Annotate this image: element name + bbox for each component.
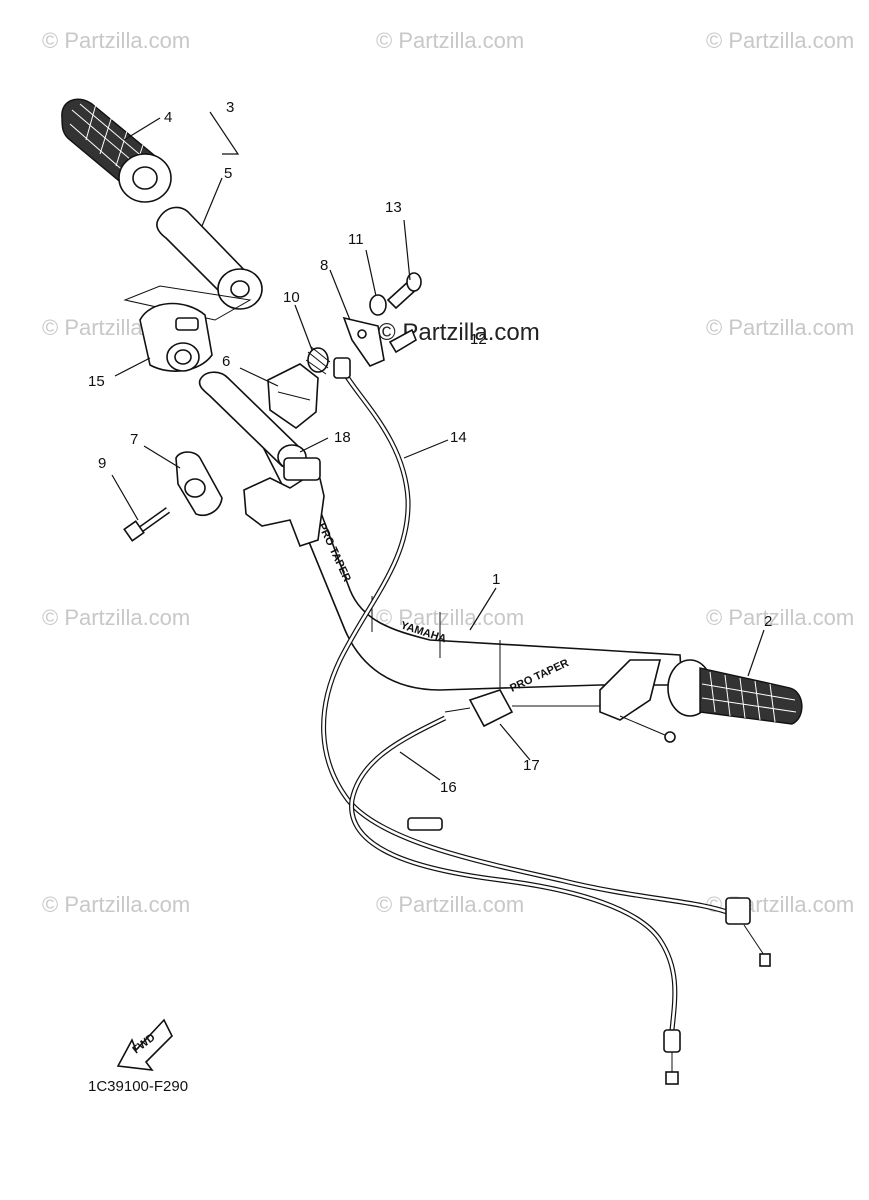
watermark: © Partzilla.com [376, 605, 525, 630]
left-grip [61, 98, 172, 203]
callout-2: 2 [764, 613, 772, 630]
watermark: © Partzilla.com [42, 28, 191, 53]
right-lever-perch [599, 659, 676, 743]
watermark: © Partzilla.com [42, 892, 191, 917]
callout-14: 14 [450, 429, 467, 446]
watermark: © Partzilla.com [706, 605, 855, 630]
housing-cap-upper [267, 363, 319, 429]
diagram-code: 1C39100-F290 [88, 1078, 189, 1095]
callout-6: 6 [222, 353, 230, 370]
callout-17: 17 [523, 757, 540, 774]
leader-lines [111, 111, 765, 781]
callout-labels: 4 3 5 13 11 8 10 12 6 15 18 14 7 9 1 2 1… [88, 99, 772, 796]
callout-16: 16 [440, 779, 457, 796]
callout-13: 13 [385, 199, 402, 216]
callout-1: 1 [492, 571, 500, 588]
callout-9: 9 [98, 455, 106, 472]
throttle-sleeve [156, 206, 263, 310]
callout-10: 10 [283, 289, 300, 306]
watermark: © Partzilla.com [376, 892, 525, 917]
bolt-9 [123, 507, 171, 542]
throttle-cable [321, 357, 771, 967]
watermark: © Partzilla.com [42, 605, 191, 630]
callout-15: 15 [88, 373, 105, 390]
housing-cap-lower [175, 451, 223, 516]
throttle-housing [123, 285, 252, 372]
watermark: © Partzilla.com [376, 28, 525, 53]
callout-8: 8 [320, 257, 328, 274]
bar-clamp [243, 457, 325, 548]
callout-5: 5 [224, 165, 232, 182]
callout-12: 12 [470, 331, 487, 348]
callout-11: 11 [348, 231, 364, 248]
cable-adjuster-17 [444, 689, 600, 728]
bolt-13 [386, 272, 422, 310]
callout-4: 4 [164, 109, 172, 126]
return-cable [349, 715, 681, 1085]
plate-8 [342, 316, 385, 367]
callout-7: 7 [130, 431, 138, 448]
watermark: © Partzilla.com [706, 315, 855, 340]
callout-18: 18 [334, 429, 351, 446]
watermark: © Partzilla.com [706, 28, 855, 53]
forward-arrow: FWD [116, 1018, 173, 1072]
adjuster-12 [388, 328, 417, 354]
spring-10 [305, 345, 331, 375]
collar-11 [369, 294, 387, 316]
handlebar: YAMAHA PRO TAPER PRO TAPER [260, 439, 683, 695]
callout-3: 3 [226, 99, 234, 116]
right-grip [667, 659, 803, 725]
